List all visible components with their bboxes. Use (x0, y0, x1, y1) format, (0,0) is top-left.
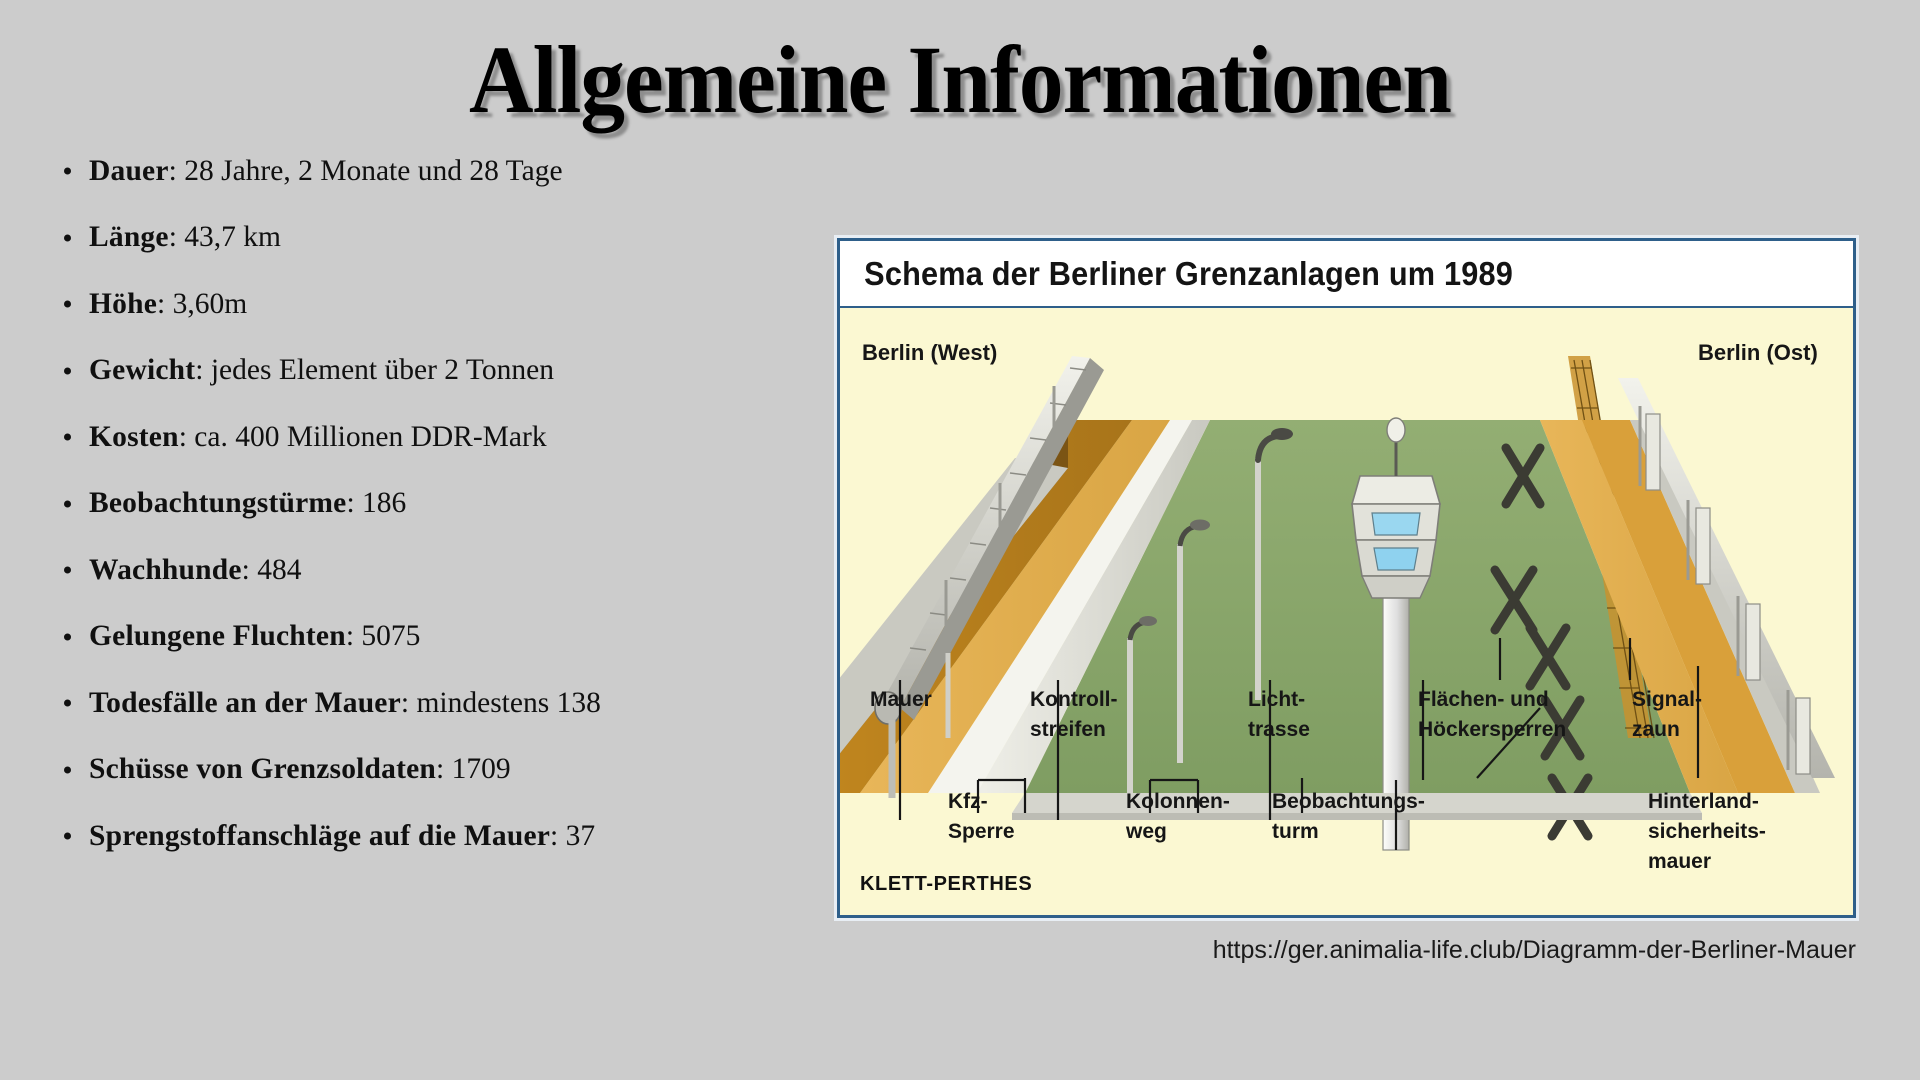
east-band-group (1540, 420, 1820, 793)
diagram-canvas: Berlin (West) Berlin (Ost) Mauer Kontrol… (840, 308, 1853, 915)
bullet-label: Beobachtungstürme (89, 487, 347, 520)
label-berlin-west: Berlin (West) (862, 340, 997, 365)
diagram-illustration: Berlin (West) Berlin (Ost) Mauer Kontrol… (840, 340, 1835, 895)
bullet-value: 186 (362, 487, 407, 520)
bullet-value: 43,7 km (184, 221, 281, 254)
list-item: Gelungene Fluchten: 5075 (58, 604, 758, 671)
list-item: Todesfälle an der Mauer: mindestens 138 (58, 670, 758, 737)
bullet-label: Wachhunde (89, 553, 242, 586)
bullet-value: jedes Element über 2 Tonnen (210, 354, 554, 387)
terrain-base (1012, 793, 1702, 820)
bullet-dot-icon (64, 500, 71, 508)
diagram-label: Kfz- (948, 790, 988, 813)
berlin-wall-slab (874, 356, 1104, 798)
leader-lines (898, 638, 1700, 850)
diagram-label: zaun (1632, 718, 1680, 741)
diagram-title-bar: Schema der Berliner Grenzanlagen um 1989 (840, 241, 1853, 308)
bullet-dot-icon (64, 766, 71, 774)
bullet-label: Länge (89, 221, 169, 254)
diagram-title: Schema der Berliner Grenzanlagen um 1989 (864, 254, 1513, 292)
bullet-value: ca. 400 Millionen DDR-Mark (194, 420, 547, 453)
diagram-label: Kolonnen- (1126, 790, 1230, 813)
tank-trap (1501, 443, 1545, 509)
lamp-post (1177, 519, 1210, 763)
list-item: Wachhunde: 484 (58, 537, 758, 604)
list-item: Beobachtungstürme: 186 (58, 471, 758, 538)
diagram-label: mauer (1648, 850, 1711, 873)
bullet-value: 37 (565, 819, 596, 852)
diagram-label: Kontroll- (1030, 688, 1117, 711)
hinterland-wall (1618, 378, 1835, 778)
bullet-value: mindestens 138 (416, 686, 601, 719)
page-title: Allgemeine Informationen (469, 26, 1452, 133)
diagram-label: weg (1125, 820, 1167, 843)
diagram-label: Sperre (948, 820, 1015, 843)
bullet-label: Kosten (89, 420, 179, 453)
diagram-label: Höckersperren (1418, 718, 1566, 741)
lamp-post (1127, 616, 1157, 808)
border-installations-diagram: Schema der Berliner Grenzanlagen um 1989 (837, 238, 1856, 918)
bullet-label: Sprengstoffanschläge auf die Mauer (89, 819, 551, 852)
list-item: Schüsse von Grenzsoldaten: 1709 (58, 737, 758, 804)
bullet-label: Gelungene Fluchten (89, 620, 346, 653)
bullet-dot-icon (64, 367, 71, 375)
diagram-label: Beobachtungs- (1272, 790, 1425, 813)
bullet-value: 28 Jahre, 2 Monate und 28 Tage (184, 154, 563, 187)
bullet-dot-icon (64, 167, 71, 175)
source-url-caption: https://ger.animalia-life.club/Diagramm-… (1212, 936, 1856, 964)
diagram-label: turm (1272, 820, 1319, 843)
bullet-value: 1709 (451, 753, 511, 786)
bullet-dot-icon (64, 433, 71, 441)
bullet-dot-icon (64, 566, 71, 574)
diagram-label: Signal- (1632, 688, 1702, 711)
bullet-label: Schüsse von Grenzsoldaten (89, 753, 437, 786)
bullet-label: Dauer (89, 154, 169, 187)
bullet-dot-icon (64, 699, 71, 707)
death-strip-ground (1025, 420, 1690, 793)
list-item: Sprengstoffanschläge auf die Mauer: 37 (58, 803, 758, 870)
bullet-dot-icon (64, 633, 71, 641)
bullet-value: 3,60m (172, 287, 248, 320)
tank-traps-group (1490, 443, 1593, 841)
bullet-value: 484 (257, 553, 302, 586)
tank-trap (1490, 565, 1538, 635)
diagram-label: Mauer (870, 688, 932, 711)
diagram-label: sicherheits- (1648, 820, 1766, 843)
lamp-post (1255, 428, 1293, 700)
diagram-label: Hinterland- (1648, 790, 1759, 813)
bullet-label: Höhe (89, 287, 157, 320)
list-item: Kosten: ca. 400 Millionen DDR-Mark (58, 404, 758, 471)
diagram-label: Flächen- und (1418, 688, 1549, 711)
bullet-dot-icon (64, 832, 71, 840)
bullet-dot-icon (64, 234, 71, 242)
bullet-label: Todesfälle an der Mauer (89, 686, 401, 719)
list-item: Gewicht: jedes Element über 2 Tonnen (58, 338, 758, 405)
publisher-logo: KLETT-PERTHES (860, 873, 1032, 895)
diagram-label: Licht- (1248, 688, 1305, 711)
tank-trap (1525, 623, 1571, 691)
bullet-dot-icon (64, 300, 71, 308)
info-bullet-list: Dauer: 28 Jahre, 2 Monate und 28 Tage Lä… (58, 138, 758, 870)
bullet-label: Gewicht (89, 354, 196, 387)
bullet-value: 5075 (361, 620, 421, 653)
tank-trap (1540, 695, 1585, 761)
diagram-label: trasse (1248, 718, 1310, 741)
label-berlin-ost: Berlin (Ost) (1698, 340, 1818, 365)
list-item: Länge: 43,7 km (58, 205, 758, 272)
diagram-label: streifen (1030, 718, 1106, 741)
list-item: Dauer: 28 Jahre, 2 Monate und 28 Tage (58, 138, 758, 205)
list-item: Höhe: 3,60m (58, 271, 758, 338)
watch-tower (1350, 417, 1442, 851)
light-track-lamps (1127, 428, 1293, 808)
